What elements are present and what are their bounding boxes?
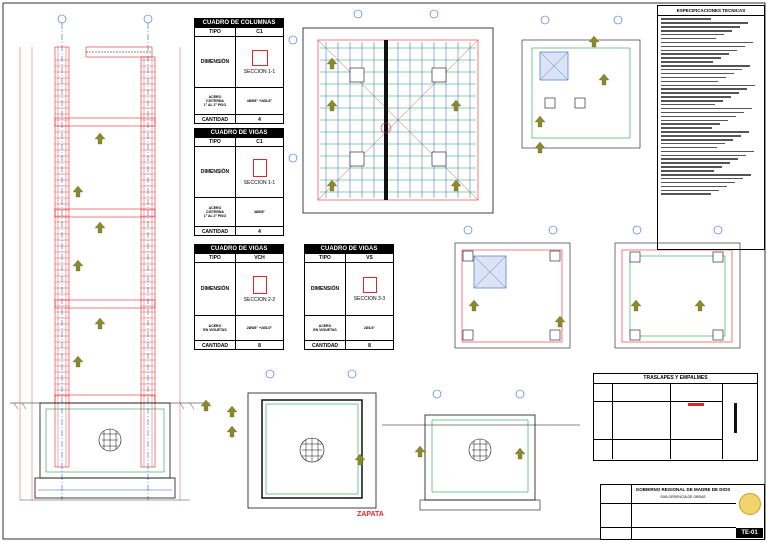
specifications-text-block [658, 18, 764, 195]
zapata-label: ZAPATA [357, 511, 384, 518]
tipo-label: TIPO [195, 28, 236, 36]
sheet-number: TE-01 [736, 528, 763, 538]
tank-plan-middle [454, 225, 741, 349]
footing-plan [247, 369, 377, 509]
title-block: GOBIERNO REGIONAL DE MADRE DE DIOS SUB G… [600, 484, 765, 540]
acero-value: 2Ø1/2" [363, 326, 376, 330]
beams-table-title: CUADRO DE VIGAS [195, 245, 283, 253]
acero-value: 4Ø5/8" [253, 210, 266, 214]
acero-label: ACERO CISTERNA 1° AL 2° PISO [195, 198, 236, 226]
beams-table-3: CUADRO DE VIGAS TIPO VS DIMENSIÓN SECCIO… [304, 244, 394, 350]
section-label: SECCION 2-2 [243, 296, 276, 303]
beams-table-2: CUADRO DE VIGAS TIPO VCH DIMENSIÓN SECCI… [194, 244, 284, 350]
cantidad-value: 4 [258, 116, 261, 123]
tipo-label: TIPO [305, 254, 346, 262]
beam-section-icon [362, 276, 377, 293]
acero-label: ACERO EN VIGUETAS [305, 316, 346, 340]
dimension-label: DIMENSIÓN [195, 147, 236, 197]
cantidad-value: 8 [258, 342, 261, 349]
cantidad-label: CANTIDAD [195, 115, 236, 124]
tipo-label: TIPO [195, 138, 236, 146]
tank-elevation [10, 14, 210, 501]
cantidad-label: CANTIDAD [195, 227, 236, 236]
cantidad-value: 8 [368, 342, 371, 349]
beams-table-title: CUADRO DE VIGAS [305, 245, 393, 253]
beam-section-icon [252, 275, 267, 294]
tipo-label: TIPO [195, 254, 236, 262]
section-label: SECCION 1-1 [243, 179, 276, 186]
acero-value: 4Ø5/8" +2Ø1/2" [246, 99, 273, 103]
section-label: SECCION 1-1 [243, 68, 276, 75]
slab-plan [288, 9, 494, 214]
cistern-section [382, 389, 580, 511]
tipo-value: C1 [256, 139, 263, 145]
organization-name: GOBIERNO REGIONAL DE MADRE DE DIOS [635, 487, 731, 492]
acero-label: ACERO EN VIGUETAS [195, 316, 236, 340]
column-section-icon [251, 49, 268, 66]
organization-sub: SUB GERENCIA DE OBRAS [660, 495, 706, 499]
traslapes-body [594, 383, 757, 459]
specifications-title: ESPECIFICACIONES TECNICAS [658, 6, 764, 16]
acero-value: 2Ø5/8" +2Ø1/2" [246, 326, 273, 330]
columns-table: CUADRO DE COLUMNAS TIPO C1 DIMENSIÓN SEC… [194, 18, 284, 124]
tipo-value: VS [366, 255, 373, 261]
tipo-value: VCH [254, 255, 265, 261]
columns-table-title: CUADRO DE COLUMNAS [195, 19, 283, 27]
beams-table-1: CUADRO DE VIGAS TIPO C1 DIMENSIÓN SECCIO… [194, 128, 284, 236]
dimension-label: DIMENSIÓN [305, 263, 346, 315]
beams-table-title: CUADRO DE VIGAS [195, 129, 283, 137]
cantidad-label: CANTIDAD [305, 341, 346, 350]
beam-section-icon [252, 158, 267, 177]
section-label: SECCION 3-3 [353, 295, 386, 302]
dimension-label: DIMENSIÓN [195, 37, 236, 87]
acero-label: ACERO CISTERNA 1° AL 2° PISO [195, 88, 236, 114]
cantidad-value: 4 [258, 228, 261, 235]
traslapes-table: TRASLAPES Y EMPALMES [593, 373, 758, 461]
regional-seal [739, 493, 761, 515]
tipo-value: C1 [256, 29, 263, 35]
dimension-label: DIMENSIÓN [195, 263, 236, 315]
traslapes-title: TRASLAPES Y EMPALMES [594, 374, 757, 384]
specifications-panel: ESPECIFICACIONES TECNICAS [657, 5, 765, 250]
column-section-top [521, 15, 641, 149]
cantidad-label: CANTIDAD [195, 341, 236, 350]
